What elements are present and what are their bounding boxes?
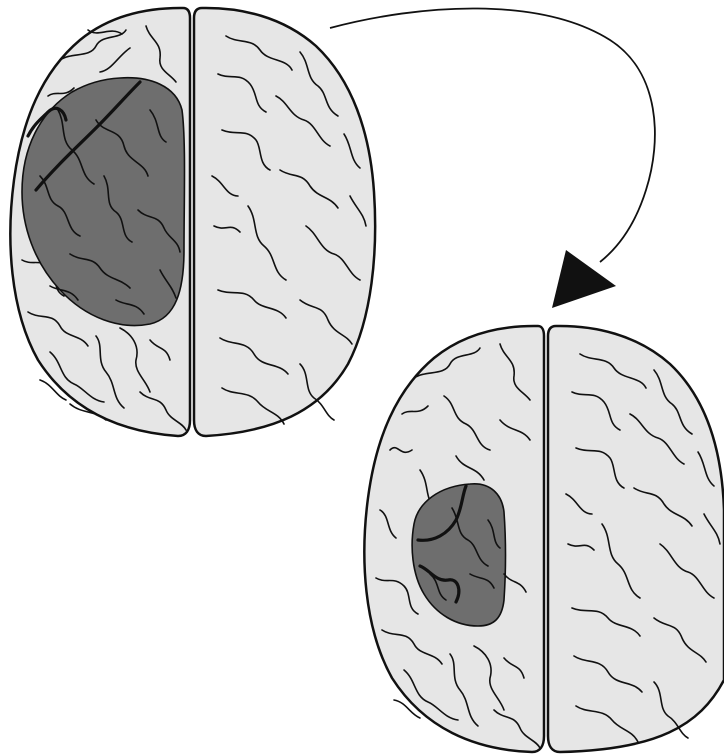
- transition-arrow-curve: [330, 8, 655, 262]
- brain-before: [10, 8, 375, 436]
- transition-arrow: [330, 8, 655, 308]
- brain-after: [364, 326, 724, 752]
- transition-arrow-head: [552, 250, 616, 308]
